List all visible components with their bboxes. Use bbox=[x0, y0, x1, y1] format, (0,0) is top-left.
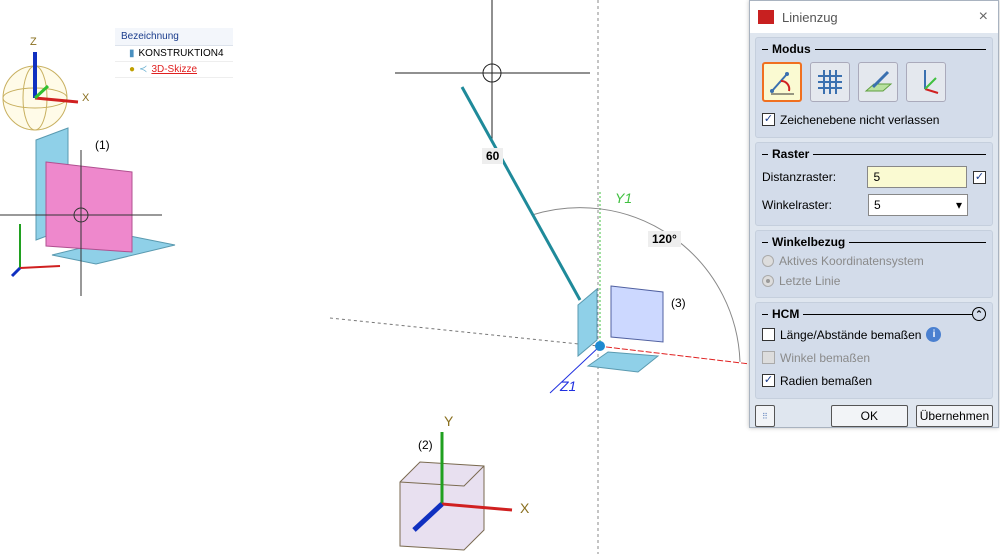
apply-button[interactable]: Übernehmen bbox=[915, 405, 993, 427]
grid-settings-button[interactable]: ⠿ bbox=[755, 405, 775, 427]
winkelbezug-group: Winkelbezug Aktives Koordinatensystem Le… bbox=[755, 230, 993, 298]
tree-item[interactable]: ●≺3D-Skizze bbox=[115, 62, 233, 78]
label-3: (3) bbox=[671, 296, 686, 310]
mode-grid-button[interactable] bbox=[810, 62, 850, 102]
radio-last-line[interactable]: Letzte Linie bbox=[762, 271, 986, 291]
raster-heading: Raster bbox=[772, 147, 810, 161]
chevron-down-icon: ▾ bbox=[955, 198, 962, 212]
dimension-radii-checkbox[interactable]: ✓Radien bemaßen bbox=[762, 373, 873, 388]
view-sphere-icon[interactable] bbox=[2, 52, 79, 131]
hcm-heading: HCM bbox=[772, 307, 800, 321]
modus-group: Modus ✓Zeichenebene nicht verlassen bbox=[755, 37, 993, 138]
angle-grid-label: Winkelraster: bbox=[762, 198, 833, 212]
length-dimension[interactable]: 60 bbox=[482, 148, 504, 164]
dialog-title: Linienzug bbox=[782, 9, 838, 25]
distance-grid-checkbox[interactable]: ✓ bbox=[973, 170, 987, 184]
raster-group: Raster Distanzraster: 5 ✓ Winkelraster: 5▾ bbox=[755, 142, 993, 226]
tree-header: Bezeichnung bbox=[115, 28, 233, 46]
info-icon[interactable]: i bbox=[926, 327, 942, 342]
radio-active-coordinate-system[interactable]: Aktives Koordinatensystem bbox=[762, 251, 986, 271]
warning-icon: ● bbox=[129, 64, 136, 75]
linienzug-dialog: Linienzug × Modus ✓Zeichenebene nicht ve… bbox=[749, 0, 999, 428]
dot-grid-icon: ⠿ bbox=[761, 411, 768, 421]
plane-example-1 bbox=[0, 127, 176, 296]
y1-axis-label: Y1 bbox=[615, 190, 633, 206]
grid-icon bbox=[818, 70, 842, 94]
angle-dimension[interactable]: 120° bbox=[648, 231, 681, 247]
mode-angle-line-button[interactable] bbox=[762, 62, 802, 102]
stay-in-plane-checkbox[interactable]: ✓Zeichenebene nicht verlassen bbox=[762, 112, 940, 127]
dimension-angle-checkbox: Winkel bemaßen bbox=[762, 346, 986, 369]
structure-tree: Bezeichnung ▮KONSTRUKTION4 ●≺3D-Skizze bbox=[115, 28, 233, 78]
angle-grid-select[interactable]: 5▾ bbox=[868, 194, 968, 216]
polyline-segment[interactable] bbox=[460, 86, 582, 301]
mode-plane-sketch-button[interactable] bbox=[858, 62, 898, 102]
ok-button[interactable]: OK bbox=[830, 405, 908, 427]
label-2: (2) bbox=[418, 438, 433, 452]
winkelbezug-heading: Winkelbezug bbox=[772, 235, 846, 249]
distance-grid-label: Distanzraster: bbox=[762, 170, 837, 184]
dialog-titlebar[interactable]: Linienzug × bbox=[750, 1, 998, 33]
plane-example-3 bbox=[577, 285, 664, 373]
checkbox-checked[interactable]: ✓ bbox=[762, 113, 775, 126]
cube-x-label: X bbox=[520, 500, 530, 516]
pencil-plane-icon bbox=[864, 70, 893, 92]
cube-y-label: Y bbox=[444, 413, 454, 429]
sketch-icon: ≺ bbox=[139, 64, 148, 75]
z1-axis-label: Z1 bbox=[560, 378, 577, 394]
app-icon bbox=[758, 10, 774, 24]
mode-coordinate-system-button[interactable] bbox=[906, 62, 946, 102]
distance-grid-input[interactable]: 5 bbox=[867, 166, 968, 188]
assembly-icon: ▮ bbox=[129, 48, 135, 59]
z-axis-label: Z bbox=[30, 36, 37, 48]
tree-item[interactable]: ▮KONSTRUKTION4 bbox=[115, 46, 233, 62]
coordinate-cube-icon bbox=[399, 432, 513, 551]
modus-heading: Modus bbox=[772, 42, 811, 56]
collapse-icon[interactable]: ⌃ bbox=[972, 307, 986, 321]
x-axis-label: X bbox=[82, 92, 90, 104]
label-1: (1) bbox=[95, 138, 110, 152]
close-button[interactable]: × bbox=[978, 8, 988, 25]
axes-icon bbox=[924, 70, 939, 94]
angle-line-icon bbox=[770, 72, 794, 95]
